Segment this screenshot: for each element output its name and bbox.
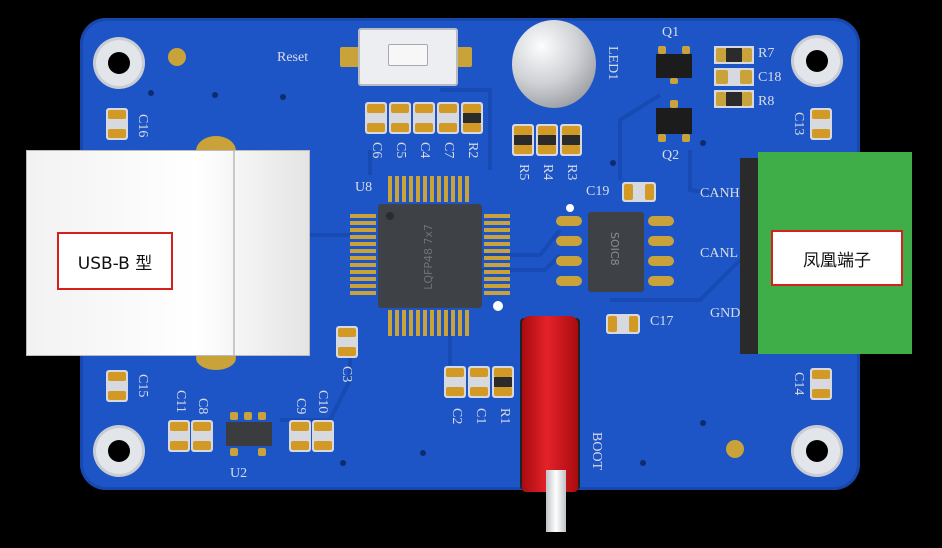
c13-capacitor (810, 108, 832, 140)
mounting-hole-top-left (96, 40, 142, 86)
via (610, 160, 616, 166)
c18-capacitor (714, 68, 754, 86)
canh-silkscreen: CANH (700, 186, 740, 201)
r8-silkscreen: R8 (758, 94, 775, 109)
c6-capacitor (365, 102, 387, 134)
r4-silkscreen: R4 (540, 164, 555, 181)
terminal-annotation: 凤凰端子 (771, 230, 903, 286)
c11-capacitor (168, 420, 190, 452)
c16-silkscreen: C16 (135, 114, 150, 138)
reset-button[interactable] (358, 28, 458, 86)
c3-capacitor (336, 326, 358, 358)
reset-silkscreen: Reset (277, 50, 309, 65)
c17-capacitor (606, 314, 640, 334)
c5-capacitor (389, 102, 411, 134)
c8-silkscreen: C8 (195, 398, 210, 415)
c4-capacitor (413, 102, 435, 134)
c19-silkscreen: C19 (586, 184, 610, 199)
boot-jumper[interactable] (522, 316, 578, 492)
r2-resistor (461, 102, 483, 134)
via (148, 90, 154, 96)
canl-silkscreen: CANL (700, 246, 739, 261)
c8-capacitor (191, 420, 213, 452)
r1-resistor (492, 366, 514, 398)
u8-pins (350, 176, 510, 336)
r5-resistor (512, 124, 534, 156)
c7-capacitor (437, 102, 459, 134)
u8-silkscreen: U8 (355, 180, 373, 195)
mounting-hole-bottom-left (96, 428, 142, 474)
mounting-hole-top-right (794, 38, 840, 84)
led1-dome (512, 20, 596, 108)
c10-silkscreen: C10 (315, 390, 330, 414)
via (640, 460, 646, 466)
q2-silkscreen: Q2 (662, 148, 680, 163)
u8-marking: LQFP48 7x7 (422, 224, 435, 290)
q1-transistor (652, 46, 696, 84)
c13-silkscreen: C13 (791, 112, 806, 136)
via (340, 460, 346, 466)
r8-resistor (714, 90, 754, 108)
round-pad (726, 440, 744, 458)
q1-silkscreen: Q1 (662, 25, 680, 40)
via (700, 420, 706, 426)
c16-capacitor (106, 108, 128, 140)
r4-resistor (536, 124, 558, 156)
r7-silkscreen: R7 (758, 46, 775, 61)
usb-annotation: USB-B 型 (57, 232, 173, 290)
c6-silkscreen: C6 (369, 142, 384, 159)
c4-silkscreen: C4 (417, 142, 432, 159)
c15-silkscreen: C15 (135, 374, 150, 398)
led1-silkscreen: LED1 (605, 46, 620, 81)
r1-silkscreen: R1 (497, 408, 512, 425)
u2-regulator (222, 412, 276, 456)
c14-silkscreen: C14 (791, 372, 806, 396)
via (212, 92, 218, 98)
r3-resistor (560, 124, 582, 156)
c10-capacitor (312, 420, 334, 452)
c2-capacitor (444, 366, 466, 398)
r7-resistor (714, 46, 754, 64)
via (280, 94, 286, 100)
soic8-marking: SOIC8 (608, 232, 621, 266)
c15-capacitor (106, 370, 128, 402)
boot-silkscreen: BOOT (589, 432, 604, 471)
c19-capacitor (622, 182, 656, 202)
q2-transistor (652, 100, 696, 142)
u2-silkscreen: U2 (230, 466, 248, 481)
usb-shell-divider (233, 151, 235, 355)
r5-silkscreen: R5 (516, 164, 531, 181)
round-pad (168, 48, 186, 66)
r3-silkscreen: R3 (564, 164, 579, 181)
c17-silkscreen: C17 (650, 314, 674, 329)
c11-silkscreen: C11 (173, 390, 188, 413)
c9-capacitor (289, 420, 311, 452)
mounting-hole-bottom-right (794, 428, 840, 474)
u8-mcu: LQFP48 7x7 (350, 176, 510, 336)
gnd-silkscreen: GND (710, 306, 741, 321)
soic8-transceiver: SOIC8 (556, 204, 686, 294)
c2-silkscreen: C2 (449, 408, 464, 425)
c9-silkscreen: C9 (293, 398, 308, 415)
c7-silkscreen: C7 (441, 142, 456, 159)
boot-pin (546, 470, 566, 532)
r2-silkscreen: R2 (465, 142, 480, 159)
c18-silkscreen: C18 (758, 70, 782, 85)
c14-capacitor (810, 368, 832, 400)
c3-silkscreen: C3 (339, 366, 354, 383)
via (700, 140, 706, 146)
c1-silkscreen: C1 (473, 408, 488, 425)
via (420, 450, 426, 456)
c1-capacitor (468, 366, 490, 398)
c5-silkscreen: C5 (393, 142, 408, 159)
